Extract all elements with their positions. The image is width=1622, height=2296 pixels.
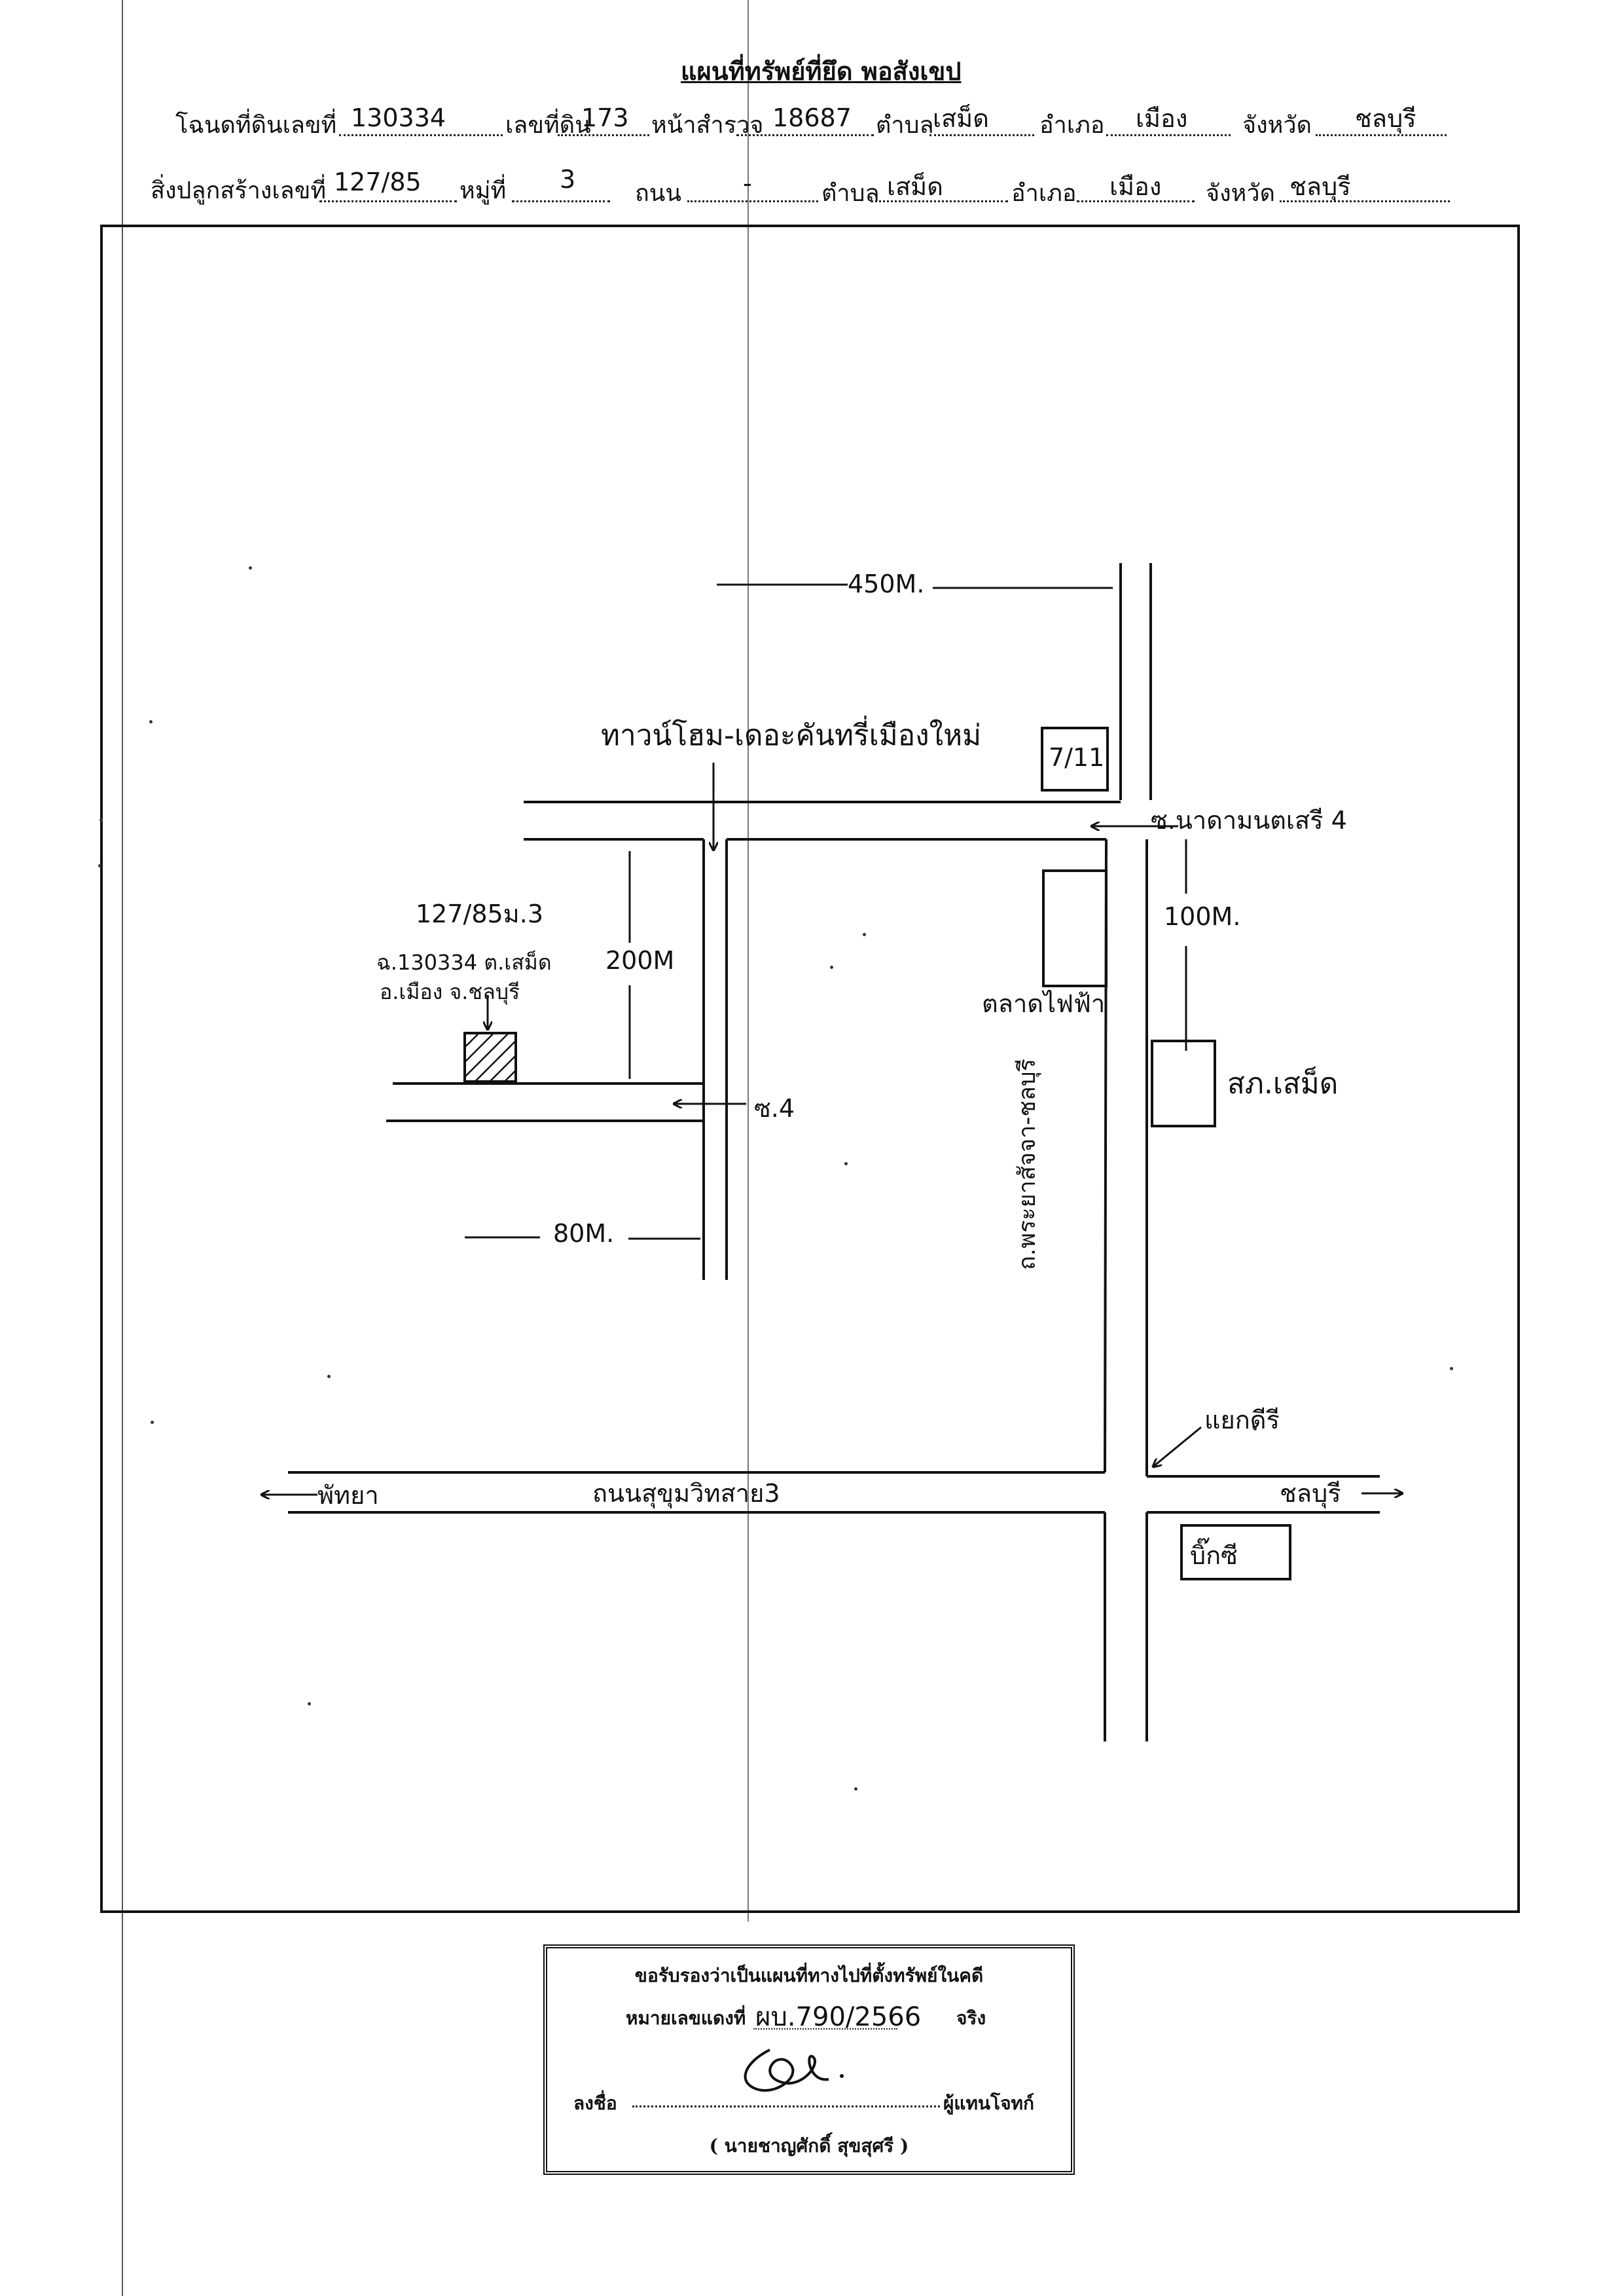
police-station-label: สภ.เสม็ด (1227, 1067, 1339, 1101)
bigc-label: บิ๊กซี (1190, 1541, 1238, 1570)
deed-label: โฉนดที่ดินเลขที่ (175, 112, 337, 139)
deed-underline (339, 134, 503, 136)
dist-80-label: 80M. (553, 1219, 615, 1248)
subdistrict-value-2: เสม็ด (887, 172, 943, 201)
speck (249, 566, 252, 570)
certification-box: ขอรับรองว่าเป็นแผนที่ทางไปที่ตั้งทรัพย์ใ… (543, 1944, 1075, 2175)
pattaya-label: พัทยา (317, 1481, 379, 1510)
map-frame (100, 225, 1520, 1913)
speck (151, 1421, 154, 1424)
district-underline-1 (1106, 134, 1231, 136)
sketch-map (100, 225, 1520, 1913)
seven-eleven-label: 7/11 (1049, 743, 1105, 772)
margin-rule (122, 0, 123, 2296)
true-label: จริง (956, 2007, 986, 2029)
fold-line (748, 0, 749, 1922)
property-plot (463, 1032, 517, 1083)
market-label: ตลาดไฟฟ้า (982, 989, 1106, 1018)
province-underline-1 (1316, 134, 1447, 136)
district-underline-2 (1077, 200, 1195, 202)
province-label-2: จังหวัด (1206, 180, 1275, 207)
bigc-box (1180, 1524, 1291, 1580)
project-label: ทาวน์โฮม-เดอะคันทรี่เมืองใหม่ (601, 719, 982, 752)
signature-image (744, 2049, 844, 2092)
speck (149, 720, 153, 723)
speck (863, 933, 866, 936)
police-station-building (1151, 1040, 1216, 1127)
district-value-1: เมือง (1136, 104, 1188, 133)
signature-dotted-line (632, 2105, 940, 2107)
sign-role: ผู้แทนโจทก์ (943, 2092, 1034, 2114)
market-building (1042, 869, 1108, 987)
property-label-line1: 127/85ม.3 (416, 900, 543, 928)
speck (854, 1787, 857, 1791)
province-underline-2 (1280, 200, 1450, 202)
village-label: หมู่ที่ (460, 177, 507, 204)
building-underline (319, 200, 457, 202)
subdistrict-underline-1 (929, 134, 1034, 136)
case-number-underline (753, 2028, 897, 2030)
speck (1253, 1427, 1257, 1430)
survey-page-underline (736, 134, 874, 136)
province-value-2: ชลบุรี (1289, 172, 1351, 201)
junction-label: แยกดีรี (1204, 1406, 1280, 1434)
building-label: สิ่งปลูกสร้างเลขที่ (151, 177, 327, 204)
subdistrict-label-2: ตำบล (821, 180, 880, 207)
village-value: 3 (560, 165, 576, 194)
property-label-line3: อ.เมือง จ.ชลบุรี (380, 979, 520, 1004)
phraya-road-label: ถ.พระยาสัจจา-ชลบุรี (1014, 1059, 1041, 1270)
village-underline (512, 200, 610, 202)
speck (1450, 1367, 1453, 1370)
district-label-1: อำเภอ (1039, 112, 1105, 139)
dist-450-label: 450M. (848, 570, 925, 598)
land-no-value: 173 (581, 103, 629, 132)
sign-label: ลงชื่อ (573, 2092, 617, 2114)
subdistrict-label-1: ตำบล (876, 112, 934, 139)
speck (844, 1162, 848, 1165)
speck (99, 818, 103, 822)
arrows (262, 763, 1402, 1495)
chonburi-direction-label: ชลบุรี (1280, 1479, 1341, 1508)
dist-100-label: 100M. (1164, 902, 1241, 931)
seven-eleven-box (1041, 727, 1109, 792)
speck (308, 1702, 311, 1705)
province-label-1: จังหวัด (1242, 112, 1312, 139)
speck (98, 864, 101, 867)
district-label-2: อำเภอ (1011, 180, 1077, 207)
district-value-2: เมือง (1109, 172, 1162, 201)
survey-page-value: 18687 (772, 103, 852, 132)
road-underline (687, 200, 818, 202)
dimension-lines (465, 583, 1187, 1240)
certification-line1: ขอรับรองว่าเป็นแผนที่ทางไปที่ตั้งทรัพย์ใ… (634, 1965, 984, 1986)
land-no-underline (558, 134, 649, 136)
sukhumvit-road-label: ถนนสุขุมวิทสาย3 (592, 1479, 780, 1508)
speck (830, 966, 833, 969)
building-value: 127/85 (334, 168, 422, 196)
road-label: ถนน (635, 180, 682, 207)
roads (288, 563, 1380, 1741)
soi-school-label: ซ.นาดามนตเสรี 4 (1151, 806, 1347, 835)
soi4-label: ซ.4 (754, 1094, 795, 1123)
case-number-value: ผบ.790/2566 (755, 2002, 922, 2032)
speck (327, 1375, 331, 1378)
subdistrict-value-1: เสม็ด (933, 104, 989, 133)
subdistrict-underline-2 (871, 200, 1008, 202)
deed-value: 130334 (351, 103, 446, 132)
road-value: - (743, 169, 752, 198)
dist-200-label: 200M (605, 946, 675, 975)
province-value-1: ชลบุรี (1355, 104, 1416, 133)
property-label-line2: ฉ.130334 ต.เสม็ด (376, 950, 552, 975)
case-number-label: หมายเลขแดงที่ (626, 2007, 746, 2029)
document-title: แผนที่ทรัพย์ที่ยึด พอสังเขป (681, 56, 962, 86)
junction-arrow (1153, 1426, 1202, 1467)
signer-name: ( นายชาญศักดิ์ สุขสุศรี ) (709, 2135, 909, 2157)
